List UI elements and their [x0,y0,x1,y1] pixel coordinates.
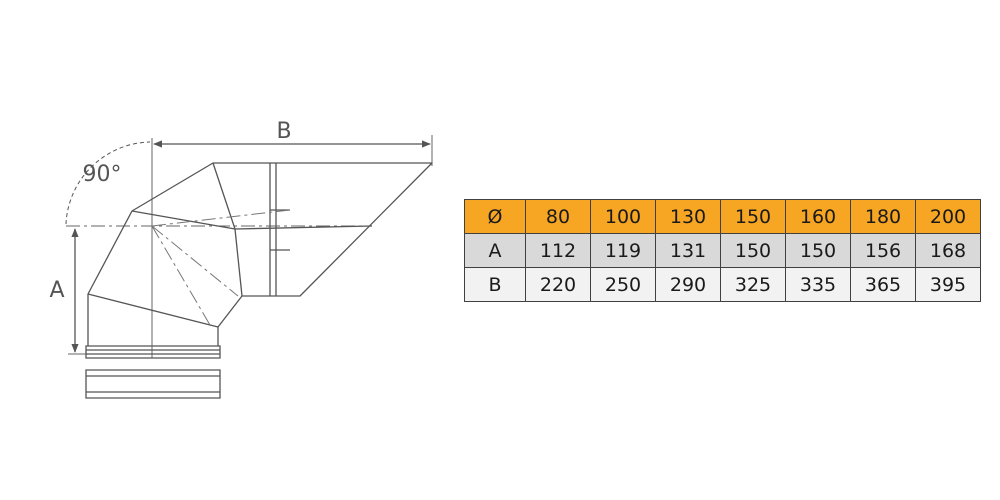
table-cell: 220 [525,267,591,302]
elbow-outline [87,162,433,346]
table-cell: 156 [850,233,916,268]
table-row-a: A 112 119 131 150 150 156 168 [464,233,981,268]
table-cell: 112 [525,233,591,268]
angle-90: 90° [65,141,151,225]
dimension-b: B [151,119,433,358]
table-cell: 290 [655,267,721,302]
table-cell: 131 [655,233,721,268]
elbow-drawing: B A 90° [49,119,433,399]
header-cell: 150 [720,199,786,234]
header-cell: 180 [850,199,916,234]
table-cell: 168 [915,233,981,268]
dim-b-label: B [276,119,291,144]
header-cell: 130 [655,199,721,234]
table-cell: 150 [720,233,786,268]
row-label-a: A [464,233,526,268]
row-label-b: B [464,267,526,302]
table-row-b: B 220 250 290 325 335 365 395 [464,267,981,302]
header-cell-diameter: Ø [464,199,526,234]
dim-a-label: A [49,278,64,303]
dimension-a: A [49,225,372,355]
table-header-row: Ø 80 100 130 150 160 180 200 [464,199,981,234]
table-cell: 325 [720,267,786,302]
table-cell: 250 [590,267,656,302]
dimensions-table: Ø 80 100 130 150 160 180 200 A 112 119 1… [464,199,981,302]
center-lines [151,209,291,326]
table-cell: 365 [850,267,916,302]
table-cell: 119 [590,233,656,268]
table-cell: 395 [915,267,981,302]
header-cell: 80 [525,199,591,234]
header-cell: 100 [590,199,656,234]
header-cell: 160 [785,199,851,234]
table-cell: 335 [785,267,851,302]
header-cell: 200 [915,199,981,234]
angle-label: 90° [83,162,122,187]
table-cell: 150 [785,233,851,268]
elbow-collar [85,345,221,399]
